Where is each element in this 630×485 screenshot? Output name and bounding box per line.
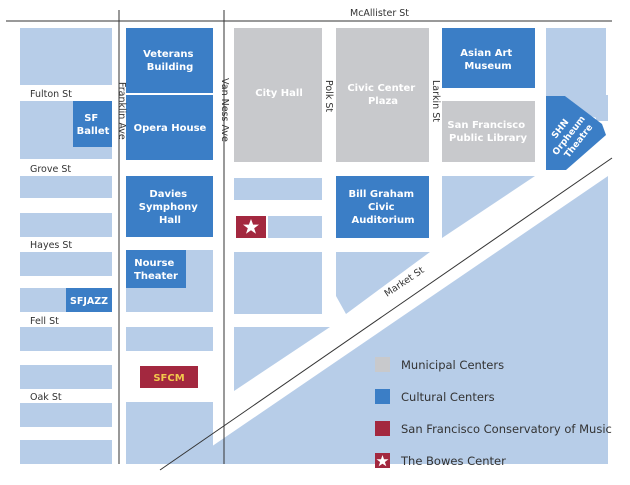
davies-symphony-label: Davies Symphony Hall [139, 189, 201, 226]
block [126, 327, 213, 351]
mcallister-label: McAllister St [350, 8, 409, 19]
sfjazz-block [66, 288, 112, 312]
legend-star-icon [376, 455, 389, 467]
opera-house-block [126, 95, 213, 160]
block [126, 402, 213, 464]
sfjazz-label: SFJAZZ [70, 296, 108, 307]
asian-art-museum-label: Asian Art Museum [460, 48, 515, 72]
block [186, 176, 608, 464]
polk-label: Polk St [323, 80, 334, 112]
legend-label-bowes: The Bowes Center [400, 454, 506, 468]
larkin-label: Larkin St [430, 80, 441, 122]
block [20, 252, 112, 276]
asian-art-museum-block [442, 28, 535, 88]
civic-center-plaza-block [336, 28, 429, 162]
oak-label: Oak St [30, 392, 62, 403]
street-lines [6, 10, 613, 471]
legend-label-municipal: Municipal Centers [401, 358, 504, 372]
veterans-building-block [126, 28, 213, 93]
nourse-theater-block [126, 250, 186, 288]
block [234, 178, 322, 200]
block [234, 327, 330, 391]
shn-orpheum-block [546, 96, 606, 170]
city-hall-label: City Hall [255, 88, 303, 99]
sf-ballet-label: SF Ballet [77, 113, 110, 137]
civic-center-plaza-label: Civic Center Plaza [347, 83, 418, 107]
block [20, 28, 112, 85]
municipal-centers [234, 28, 535, 162]
sf-ballet-block [73, 101, 112, 147]
grove-label: Grove St [30, 164, 71, 175]
sfcm-label: SFCM [153, 373, 184, 384]
legend-swatch-municipal [375, 357, 390, 372]
davies-symphony-block [126, 176, 213, 237]
legend-label-conservatory: San Francisco Conservatory of Music [401, 422, 612, 436]
fulton-label: Fulton St [30, 89, 72, 100]
legend-swatch-conservatory [375, 421, 390, 436]
block [546, 28, 606, 120]
bill-graham-block [336, 176, 429, 238]
block [442, 176, 535, 238]
city-hall-block [234, 28, 322, 162]
star-icon [243, 219, 259, 234]
veterans-building-label: Veterans Building [143, 49, 197, 73]
fell-label: Fell St [30, 316, 59, 327]
legend: Municipal Centers Cultural Centers San F… [375, 357, 612, 468]
hayes-label: Hayes St [30, 240, 72, 251]
legend-swatch-cultural [375, 389, 390, 404]
block [336, 252, 430, 314]
cultural-centers [66, 28, 606, 312]
opera-house-label: Opera House [134, 123, 207, 134]
block [20, 213, 112, 237]
block [268, 216, 322, 238]
block [20, 365, 112, 389]
block [20, 176, 112, 198]
block [20, 327, 112, 351]
van-ness-label: Van Ness Ave [219, 78, 230, 142]
market-line [159, 157, 613, 471]
public-library-block [442, 101, 535, 162]
bill-graham-label: Bill Graham Civic Auditorium [348, 189, 417, 226]
block [20, 403, 112, 427]
nourse-theater-label: Nourse Theater [134, 258, 178, 282]
block [596, 95, 608, 121]
franklin-label: Franklin Ave [116, 82, 127, 140]
legend-label-cultural: Cultural Centers [401, 390, 495, 404]
block [20, 440, 112, 464]
public-library-label: San Francisco Public Library [447, 120, 528, 144]
sfcm-block [140, 366, 198, 388]
block [234, 252, 322, 314]
